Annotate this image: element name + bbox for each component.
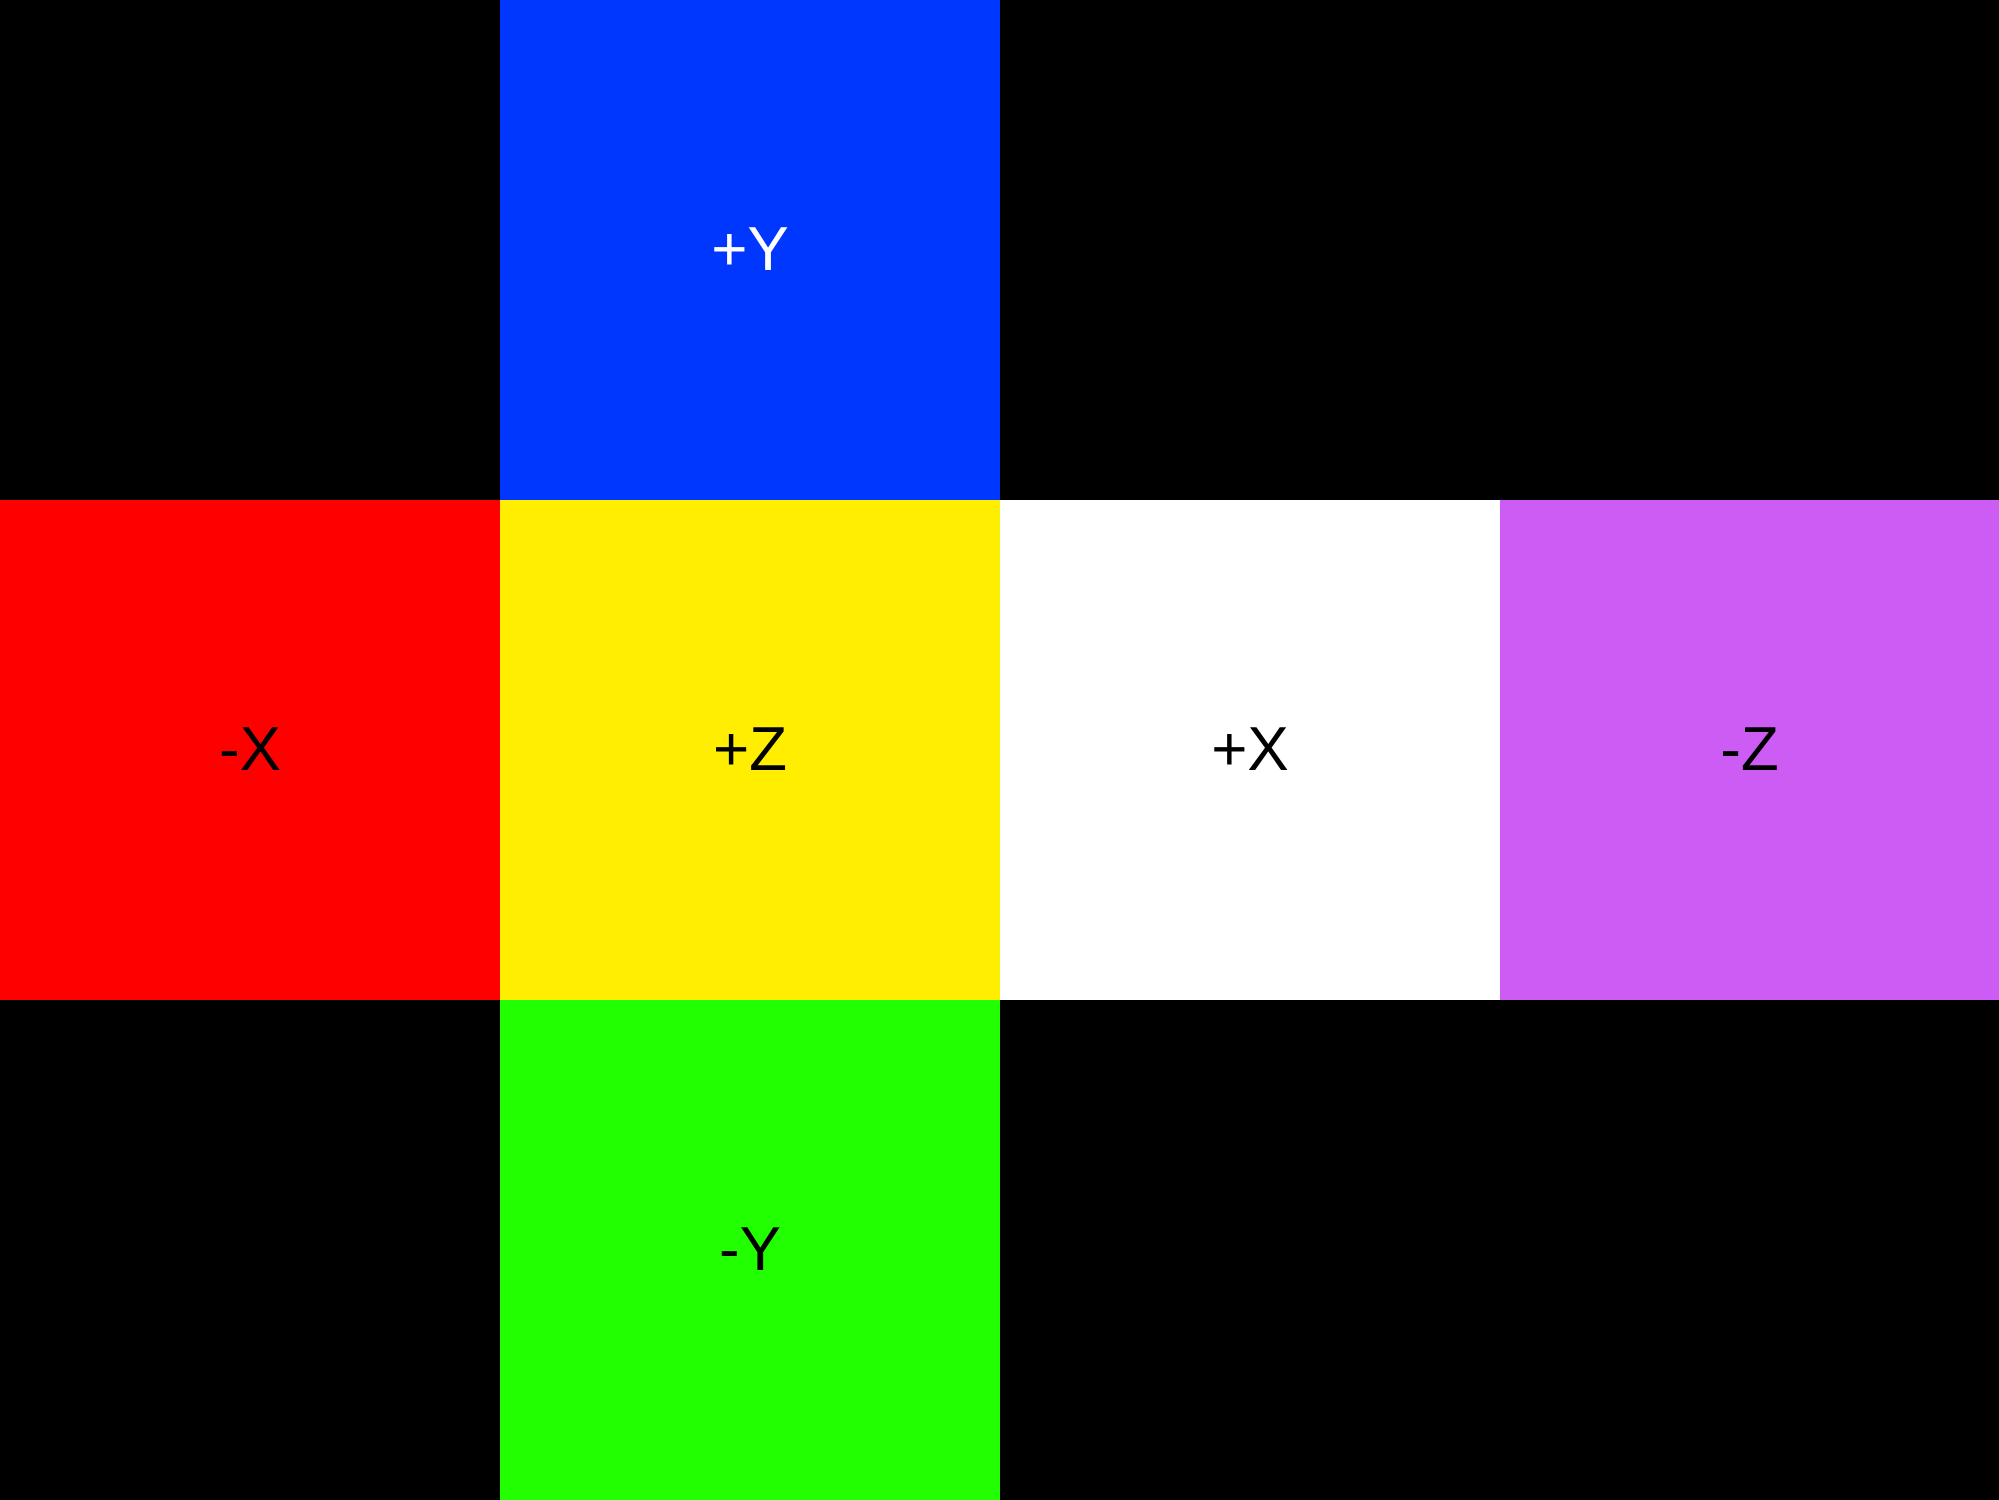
empty-cell-r0c0 xyxy=(0,0,500,500)
face-label-negative-x: -X xyxy=(219,715,281,784)
face-negative-y: -Y xyxy=(500,1000,1000,1500)
face-negative-z: -Z xyxy=(1500,500,1999,1000)
face-label-negative-y: -Y xyxy=(719,1215,781,1284)
face-negative-x: -X xyxy=(0,500,500,1000)
empty-cell-r2c0 xyxy=(0,1000,500,1500)
empty-cell-r2c3 xyxy=(1500,1000,1999,1500)
face-label-negative-z: -Z xyxy=(1720,715,1779,784)
face-label-positive-x: +X xyxy=(1211,715,1289,784)
face-label-positive-z: +Z xyxy=(712,715,788,784)
face-positive-y: +Y xyxy=(500,0,1000,500)
face-label-positive-y: +Y xyxy=(711,215,789,284)
empty-cell-r2c2 xyxy=(1000,1000,1500,1500)
face-positive-x: +X xyxy=(1000,500,1500,1000)
face-positive-z: +Z xyxy=(500,500,1000,1000)
empty-cell-r0c3 xyxy=(1500,0,1999,500)
empty-cell-r0c2 xyxy=(1000,0,1500,500)
